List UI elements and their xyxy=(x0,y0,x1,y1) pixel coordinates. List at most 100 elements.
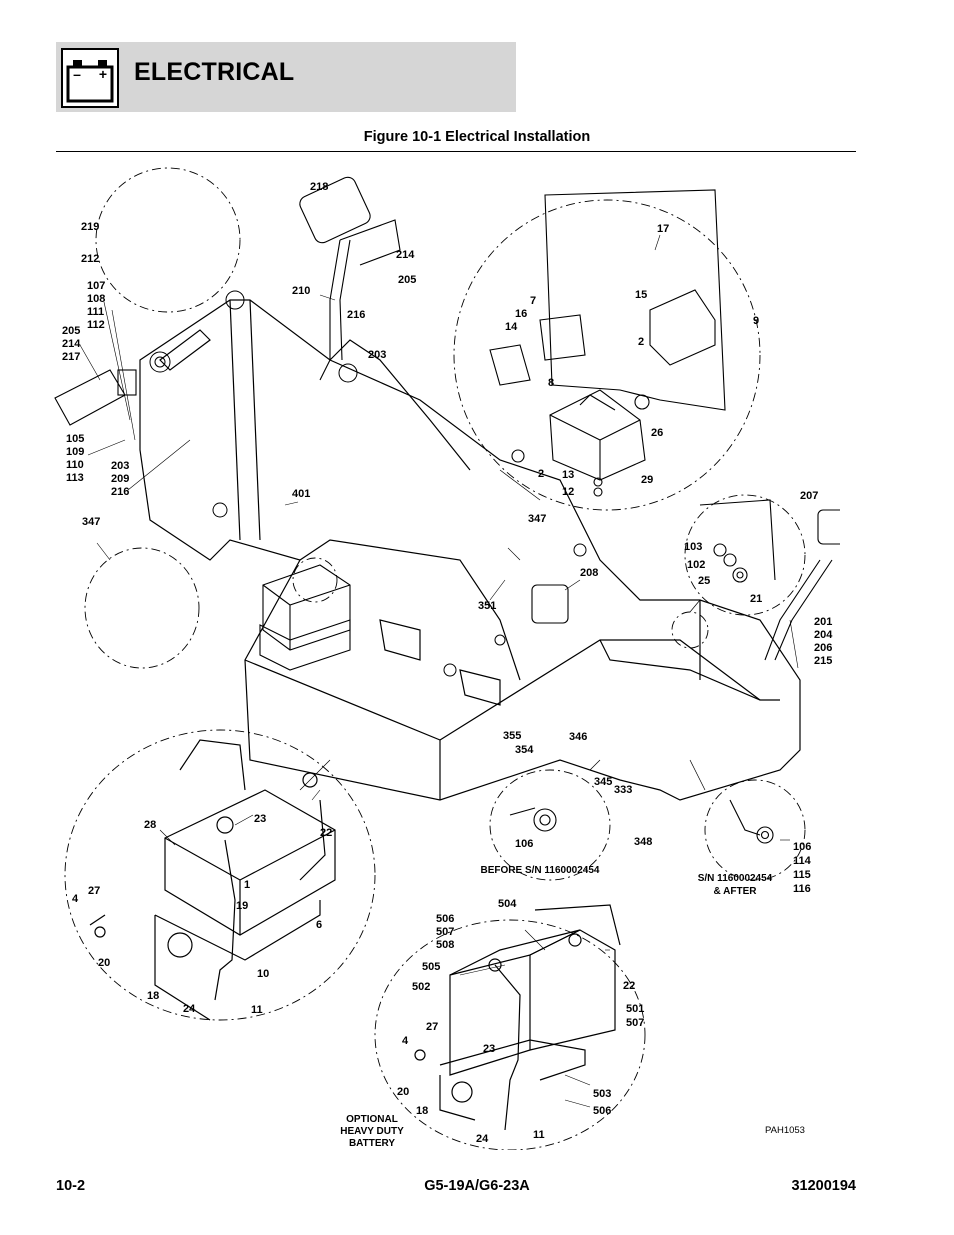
optional-battery-note: OPTIONAL xyxy=(346,1114,398,1125)
section-header-banner xyxy=(56,42,516,112)
callout-label: 506 xyxy=(436,913,454,925)
optional-battery-note: HEAVY DUTY xyxy=(340,1126,404,1137)
callout-label: 351 xyxy=(478,600,496,612)
after-sn-note: & AFTER xyxy=(714,886,758,897)
callout-label: 102 xyxy=(687,559,705,571)
right-lamp xyxy=(764,509,840,661)
before-sn-note: BEFORE S/N 1160002454 xyxy=(481,865,600,876)
callout-label: 22 xyxy=(623,980,635,992)
callout-label: 508 xyxy=(436,939,454,951)
detail-circles xyxy=(64,167,806,1150)
figure-caption: Figure 10-1 Electrical Installation xyxy=(363,129,591,145)
callout-label: 107 xyxy=(87,280,105,292)
callout-label: 20 xyxy=(98,957,110,969)
callout-label: 106 xyxy=(515,838,533,850)
callout-label: 21 xyxy=(750,593,762,605)
callout-label: 116 xyxy=(793,883,811,895)
callout-label: 401 xyxy=(292,488,310,500)
callout-label: 105 xyxy=(66,433,84,445)
callout-label: 17 xyxy=(657,223,669,235)
callout-label: 103 xyxy=(684,541,702,553)
callout-label: 205 xyxy=(398,274,416,286)
callout-label: 110 xyxy=(66,459,84,471)
callout-label: 10 xyxy=(257,968,269,980)
callout-label: 504 xyxy=(498,898,517,910)
callout-label: 24 xyxy=(183,1003,196,1015)
optional-battery-note: BATTERY xyxy=(349,1138,395,1149)
callout-label: 11 xyxy=(251,1004,263,1016)
callout-label: 4 xyxy=(72,893,79,905)
callout-label: 12 xyxy=(562,486,574,498)
page-number: 10-2 xyxy=(56,1178,86,1194)
callout-label: 506 xyxy=(593,1105,611,1117)
battery-icon: – + xyxy=(61,48,119,108)
callout-label: 24 xyxy=(476,1133,489,1145)
handle-light-assembly xyxy=(299,176,401,381)
callout-label: 25 xyxy=(698,575,710,587)
callout-label: 347 xyxy=(528,513,546,525)
callout-label: 502 xyxy=(412,981,430,993)
callout-label: 23 xyxy=(254,813,266,825)
section-title: ELECTRICAL xyxy=(134,58,295,86)
heavy-duty-battery-detail xyxy=(414,904,621,1131)
callout-label: 209 xyxy=(111,473,129,485)
frame-pivots xyxy=(149,290,587,677)
callout-label: 106 xyxy=(793,841,811,853)
callout-label: 219 xyxy=(81,221,99,233)
callout-label: 18 xyxy=(147,990,159,1002)
callout-label: 22 xyxy=(320,827,332,839)
callout-label: 204 xyxy=(814,629,833,641)
callout-label: 20 xyxy=(397,1086,409,1098)
callout-label: 109 xyxy=(66,446,84,458)
callout-label: 1 xyxy=(244,879,250,891)
callout-label: 347 xyxy=(82,516,100,528)
callout-label: 27 xyxy=(88,885,100,897)
callout-label: 215 xyxy=(814,655,832,667)
callout-label: 354 xyxy=(515,744,534,756)
battery-minus-symbol: – xyxy=(73,66,81,82)
callout-label: 4 xyxy=(402,1035,409,1047)
callout-label: 8 xyxy=(548,377,554,389)
drawing-code: PAH1053 xyxy=(765,1125,805,1136)
callout-labels: 218 219 212 214 205 210 216 203 107 108 … xyxy=(62,181,833,1149)
callout-label: 218 xyxy=(310,181,328,193)
after-sn-note: S/N 1160002454 xyxy=(698,873,773,884)
callout-label: 2 xyxy=(638,336,644,348)
header-rule xyxy=(56,151,856,152)
callout-label: 113 xyxy=(66,472,84,484)
callout-label: 7 xyxy=(530,295,536,307)
callout-label: 348 xyxy=(634,836,652,848)
callout-label: 6 xyxy=(316,919,322,931)
horn-details xyxy=(509,799,774,844)
callout-leaders xyxy=(79,234,799,1108)
callout-label: 2 xyxy=(538,468,544,480)
callout-label: 203 xyxy=(368,349,386,361)
callout-label: 23 xyxy=(483,1043,495,1055)
callout-label: 114 xyxy=(793,855,812,867)
callout-label: 15 xyxy=(635,289,647,301)
callout-label: 505 xyxy=(422,961,440,973)
callout-label: 503 xyxy=(593,1088,611,1100)
callout-label: 205 xyxy=(62,325,80,337)
callout-label: 210 xyxy=(292,285,310,297)
callout-label: 11 xyxy=(533,1129,545,1141)
callout-label: 27 xyxy=(426,1021,438,1033)
callout-label: 345 xyxy=(594,776,612,788)
callout-label: 13 xyxy=(562,469,574,481)
callout-label: 29 xyxy=(641,474,653,486)
callout-label: 355 xyxy=(503,730,521,742)
callout-label: 26 xyxy=(651,427,663,439)
callout-label: 333 xyxy=(614,784,632,796)
standard-battery-detail xyxy=(89,739,336,1021)
callout-label: 111 xyxy=(87,306,104,318)
callout-label: 28 xyxy=(144,819,156,831)
callout-label: 214 xyxy=(396,249,415,261)
callout-label: 507 xyxy=(626,1017,644,1029)
callout-label: 217 xyxy=(62,351,80,363)
callout-label: 203 xyxy=(111,460,129,472)
callout-label: 216 xyxy=(111,486,129,498)
center-lamp xyxy=(531,584,569,624)
callout-label: 201 xyxy=(814,616,832,628)
callout-label: 16 xyxy=(515,308,527,320)
frame-battery xyxy=(259,564,351,671)
